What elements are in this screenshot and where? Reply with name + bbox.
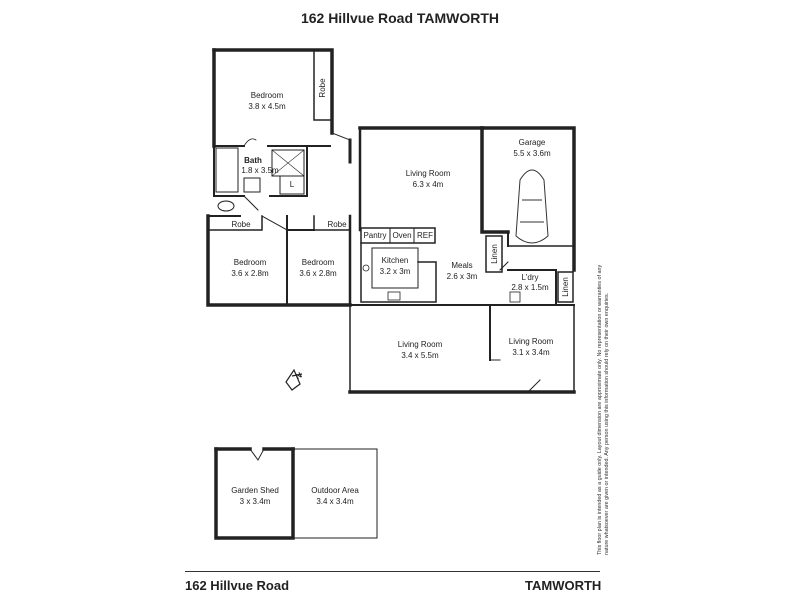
label-robe3: Robe (327, 220, 347, 229)
label-living3: Living Room (509, 337, 554, 346)
label-bedroom1: Bedroom (251, 91, 284, 100)
footer-address: 162 Hillvue Road (185, 578, 290, 593)
dims-living2: 3.4 x 5.5m (401, 351, 439, 360)
dims-living1: 6.3 x 4m (413, 180, 444, 189)
label-bedroom3: Bedroom (302, 258, 335, 267)
label-robe1: Robe (318, 78, 327, 98)
label-living2: Living Room (398, 340, 443, 349)
dims-living3: 3.1 x 3.4m (512, 348, 550, 357)
dims-laundry: 2.8 x 1.5m (511, 283, 549, 292)
label-laundry: L'dry (521, 273, 538, 282)
disclaimer-text: This floor plan is intended as a guide o… (597, 264, 610, 555)
label-meals: Meals (451, 261, 472, 270)
label-pantry: Pantry (363, 231, 386, 240)
label-bedroom2: Bedroom (234, 258, 267, 267)
dims-bath: 1.8 x 3.5m (241, 166, 279, 175)
label-linen2: Linen (561, 277, 570, 297)
dims-outdoor: 3.4 x 3.4m (316, 497, 354, 506)
label-shed: Garden Shed (231, 486, 279, 495)
dims-kitchen: 3.2 x 3m (380, 267, 411, 276)
label-bath: Bath (244, 156, 262, 165)
label-oven: Oven (392, 231, 411, 240)
label-toilet: L (290, 180, 295, 189)
label-robe2: Robe (231, 220, 251, 229)
dims-shed: 3 x 3.4m (240, 497, 271, 506)
dims-bedroom1: 3.8 x 4.5m (248, 102, 286, 111)
plan-title: 162 Hillvue Road TAMWORTH (300, 10, 500, 26)
dims-bedroom3: 3.6 x 2.8m (299, 269, 337, 278)
label-living1: Living Room (406, 169, 451, 178)
dims-meals: 2.6 x 3m (447, 272, 478, 281)
label-outdoor: Outdoor Area (311, 486, 359, 495)
label-garage: Garage (519, 138, 546, 147)
dims-bedroom2: 3.6 x 2.8m (231, 269, 269, 278)
compass-icon (285, 368, 303, 391)
car-icon (515, 169, 549, 244)
label-linen1: Linen (490, 244, 499, 264)
label-ref: REF (417, 231, 433, 240)
label-kitchen: Kitchen (382, 256, 409, 265)
dims-garage: 5.5 x 3.6m (513, 149, 551, 158)
footer-suburb: TAMWORTH (525, 578, 602, 593)
footer-divider (185, 571, 600, 572)
compass-label: N (294, 370, 304, 381)
